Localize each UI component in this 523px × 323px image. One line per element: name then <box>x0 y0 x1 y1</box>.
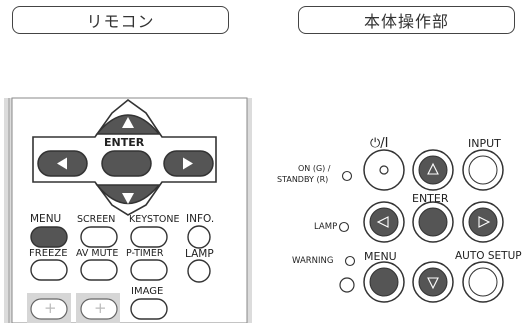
warning-indicator <box>344 255 356 267</box>
panel-right-button[interactable] <box>462 201 504 243</box>
plus-icon-right: + <box>94 299 107 317</box>
input-button[interactable] <box>462 149 504 191</box>
remote-header-label: リモコン <box>86 12 155 31</box>
right-arrow-button[interactable] <box>163 150 214 177</box>
up-arrow-button[interactable] <box>95 114 161 135</box>
panel-right-icon <box>478 216 491 228</box>
p-timer-button[interactable] <box>130 259 168 281</box>
screen-button[interactable] <box>80 226 118 248</box>
av-mute-button[interactable] <box>80 259 118 281</box>
freeze-label: FREEZE <box>29 248 68 259</box>
lamp-button[interactable] <box>187 259 211 283</box>
main-unit-header-label: 本体操作部 <box>363 12 449 31</box>
keystone-label: KEYSTONE <box>129 214 180 225</box>
panel-up-icon <box>427 162 439 175</box>
panel-menu-label: MENU <box>364 250 397 263</box>
info-label: INFO. <box>186 213 215 225</box>
info-button[interactable] <box>187 225 211 249</box>
remote-header: リモコン <box>12 6 229 34</box>
panel-enter-label: ENTER <box>412 192 449 205</box>
panel-down-button[interactable] <box>412 261 454 303</box>
panel-down-icon <box>427 277 439 290</box>
remote-enter-label: ENTER <box>104 136 145 149</box>
on-standby-indicator <box>341 170 353 182</box>
panel-left-button[interactable] <box>363 201 405 243</box>
panel-enter-button[interactable] <box>412 201 454 243</box>
left-arrow-button[interactable] <box>37 150 88 177</box>
power-label: ⏻/I <box>370 136 389 151</box>
right-arrow-icon <box>183 157 193 170</box>
input-label: INPUT <box>468 137 501 150</box>
up-arrow-icon <box>122 117 134 128</box>
enter-button[interactable] <box>101 150 152 177</box>
menu-label: MENU <box>30 213 62 225</box>
on-standby-label-1: ON (G) / <box>298 164 331 173</box>
av-mute-label: AV MUTE <box>76 248 119 259</box>
left-arrow-icon <box>57 157 67 170</box>
power-button[interactable] <box>363 149 405 191</box>
freeze-button[interactable] <box>30 259 68 281</box>
warning-indicator-label: WARNING <box>292 256 334 266</box>
auto-setup-button[interactable] <box>462 261 504 303</box>
auto-setup-label: AUTO SETUP <box>455 250 522 262</box>
keystone-button[interactable] <box>130 226 168 248</box>
lamp-indicator-label: LAMP <box>314 222 338 232</box>
panel-left-icon <box>376 216 389 228</box>
panel-up-button[interactable] <box>412 149 454 191</box>
p-timer-label: P-TIMER <box>126 248 164 259</box>
volume-plus-button[interactable] <box>80 298 118 320</box>
down-arrow-icon <box>122 193 134 204</box>
lamp-indicator <box>338 221 350 233</box>
main-unit-header: 本体操作部 <box>298 6 515 34</box>
down-arrow-button[interactable] <box>95 184 161 205</box>
on-standby-label-2: STANDBY (R) <box>277 175 329 184</box>
menu-button[interactable] <box>30 226 68 248</box>
digital-zoom-plus-button[interactable] <box>30 298 68 320</box>
lamp-label: LAMP <box>185 248 214 260</box>
image-button[interactable] <box>130 298 168 320</box>
screen-label: SCREEN <box>77 214 116 225</box>
image-label: IMAGE <box>131 286 164 297</box>
sensor-indicator <box>339 277 355 293</box>
plus-icon-left: + <box>44 299 57 317</box>
panel-menu-button[interactable] <box>363 261 405 303</box>
